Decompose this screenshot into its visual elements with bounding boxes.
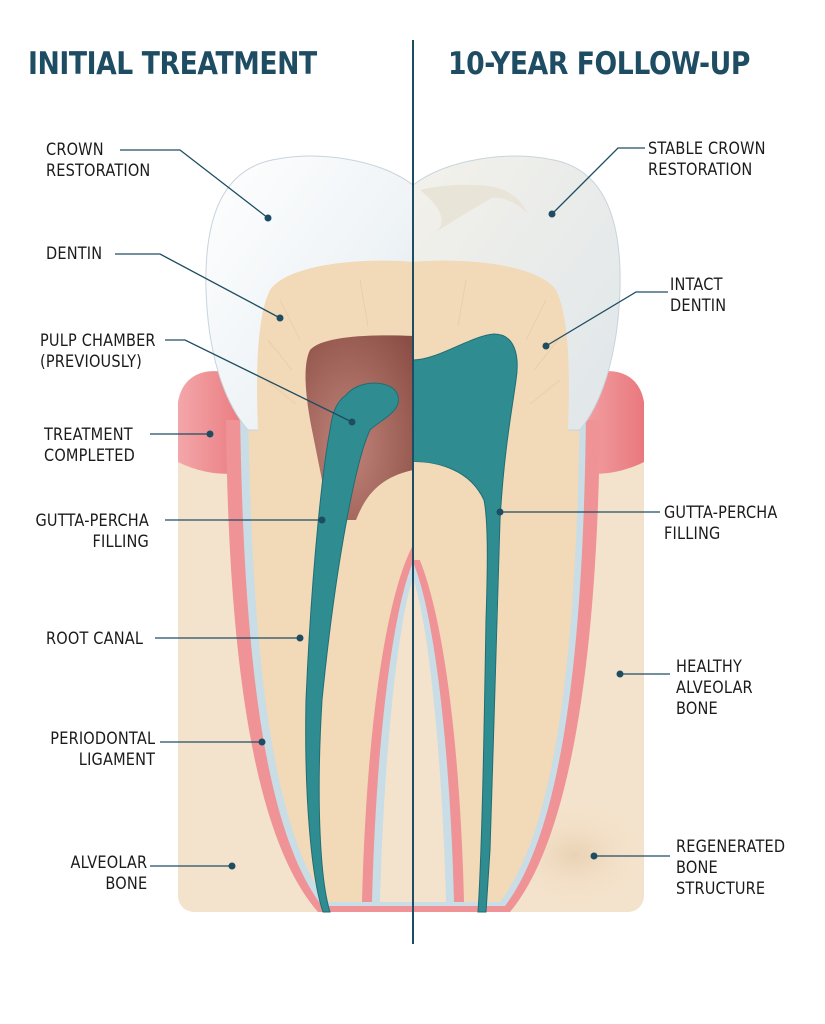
label-dentin: DENTIN [46, 244, 103, 263]
label-pulp-chamber: PULP CHAMBER(PREVIOUSLY) [40, 331, 156, 371]
furcation-dentin-right [413, 462, 483, 560]
gutta-percha-right [412, 333, 518, 913]
leader-lines [115, 147, 670, 867]
dentin-tubules [265, 279, 561, 405]
occlusal-wear [420, 184, 528, 232]
title-initial-treatment: INITIAL TREATMENT [28, 46, 317, 82]
label-root-canal: ROOT CANAL [46, 629, 144, 648]
title-10-year-follow-up: 10-YEAR FOLLOW-UP [448, 46, 750, 82]
leader-dots [206, 210, 624, 870]
gutta-percha-left [305, 382, 399, 913]
